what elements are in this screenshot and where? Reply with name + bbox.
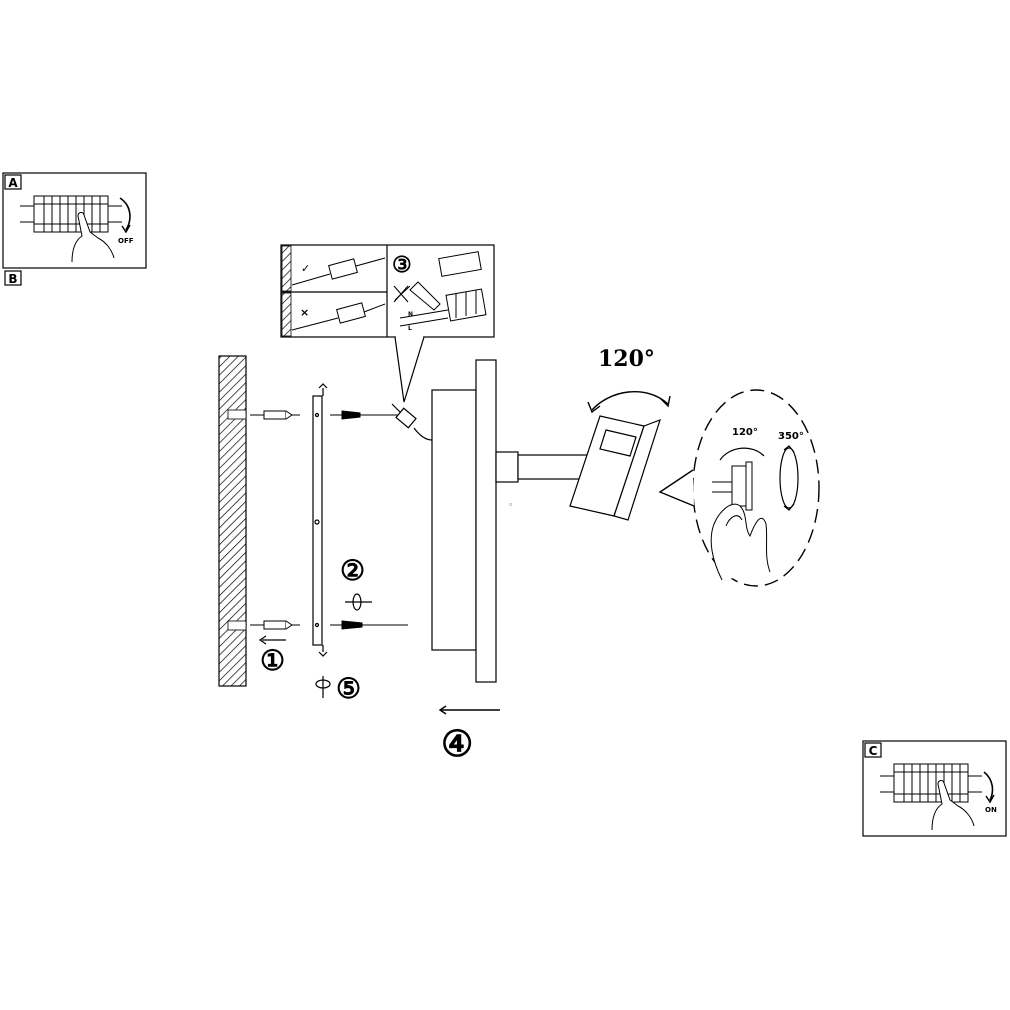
- panel-a-switch-off: A OFF: [2, 172, 147, 269]
- fixture-base: [431, 359, 497, 683]
- step-5-label: ⑤: [336, 672, 361, 705]
- step-1-label: ①: [260, 644, 285, 677]
- cable-correct-icon: [291, 257, 386, 286]
- breaker-box-icon: [880, 763, 982, 803]
- neutral-label: N: [408, 311, 413, 318]
- tilt-arrow-icon: [587, 391, 671, 414]
- detail-tilt-arrow-icon: [719, 447, 765, 461]
- tilt-angle-label: 120°: [598, 346, 655, 372]
- switch-off-label: OFF: [118, 237, 134, 245]
- switch-on-label: ON: [985, 806, 997, 814]
- panel-a-tag: A: [8, 176, 18, 190]
- mount-arrow: [438, 705, 500, 715]
- panel-c-tag: C: [869, 744, 878, 758]
- step-4-label: ④: [441, 723, 473, 765]
- live-label: L: [408, 325, 412, 332]
- detail-turn-arrow-icon: [779, 445, 799, 511]
- screw-turn-icon: [345, 593, 372, 611]
- rotate-arrow-icon: [119, 197, 131, 231]
- detail-turn-label: 350°: [778, 431, 804, 442]
- detail-hand-icon: [710, 503, 771, 581]
- correct-mark: ✓: [301, 262, 310, 275]
- panel-b: B: [4, 270, 22, 286]
- wall: [218, 355, 247, 687]
- wall-plug-bottom: [250, 620, 300, 630]
- hand-icon: [931, 780, 975, 831]
- wrong-mark: ×: [300, 306, 309, 319]
- hand-icon: [71, 212, 115, 263]
- detail-tilt-label: 120°: [732, 427, 758, 438]
- panel-b-tag: B: [8, 272, 17, 286]
- drill-arrow: [258, 635, 286, 645]
- panel-c-switch-on: C ON: [862, 740, 1007, 837]
- terminal-block-icon: [438, 251, 487, 322]
- wall-plug-top: [250, 410, 300, 420]
- tighten-icon: [315, 676, 331, 698]
- rotation-detail-bubble: 120° 350°: [658, 389, 820, 587]
- screw-bottom: [330, 620, 408, 630]
- supply-cable: [391, 403, 433, 441]
- step-3-label: ③: [392, 252, 412, 278]
- cable-wrong-icon: [291, 302, 386, 331]
- step-2-label: ②: [340, 554, 365, 587]
- breaker-box-icon: [20, 195, 122, 233]
- lamp-head: [569, 415, 661, 521]
- wiring-inset: ✓ × ③ N L: [280, 244, 495, 403]
- tiny-mark: o: [509, 502, 512, 508]
- rotate-arrow-icon: [983, 771, 994, 801]
- screw-top: [330, 410, 400, 420]
- mounting-plate: [312, 383, 328, 657]
